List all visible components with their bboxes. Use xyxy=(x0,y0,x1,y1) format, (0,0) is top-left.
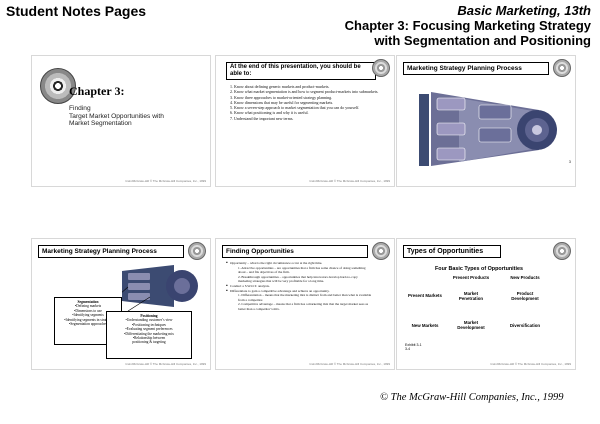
slide-1-title: Chapter 3: xyxy=(69,84,125,98)
list-item: Know three approaches to market-oriented… xyxy=(234,95,380,100)
list-item: Know what market segmentation is and how… xyxy=(234,89,380,94)
slide-footer: Irwin/McGraw-Hill © The McGraw-Hill Comp… xyxy=(309,362,390,366)
cell-diversification: Diversification xyxy=(509,323,541,328)
slide-6-thumbnail[interactable]: Types of Opportunities Four Basic Types … xyxy=(396,238,576,370)
list-item: Know about defining generic markets and … xyxy=(234,84,380,89)
slide-6-title: Types of Opportunities xyxy=(403,245,501,258)
cd-icon xyxy=(188,242,206,260)
row-header-present-markets: Present Markets xyxy=(408,293,442,298)
slide-6-subtitle: Four Basic Types of Opportunities xyxy=(435,266,523,272)
cell-market-development: Market Development xyxy=(457,320,485,330)
slide-1-subtitle: Finding Target Market Opportunities with… xyxy=(69,105,164,127)
book-title: Basic Marketing, 13th xyxy=(457,3,591,18)
opportunities-text: Opportunity – what is the right circumst… xyxy=(226,261,372,312)
cd-icon xyxy=(372,59,390,77)
strategy-planning-diagram xyxy=(419,92,557,166)
slide-footer: Irwin/McGraw-Hill © The McGraw-Hill Comp… xyxy=(125,362,206,366)
slide-3-thumbnail[interactable]: Marketing Strategy Planning Process 3 xyxy=(396,55,576,187)
slide-1-thumbnail[interactable]: Chapter 3: Finding Target Market Opportu… xyxy=(31,55,211,187)
list-item: Know dimensions that may be useful for s… xyxy=(234,100,380,105)
chapter-title-line2: with Segmentation and Positioning xyxy=(374,33,591,48)
positioning-box: Positioning •Understanding customer’s vi… xyxy=(106,311,192,359)
slide-footer: Irwin/McGraw-Hill © The McGraw-Hill Comp… xyxy=(309,179,390,183)
slide-4-title: Marketing Strategy Planning Process xyxy=(38,245,184,258)
chapter-title-line1: Chapter 3: Focusing Marketing Strategy xyxy=(344,18,591,33)
col-header-present-products: Present Products xyxy=(452,275,490,280)
slide-2-thumbnail[interactable]: At the end of this presentation, you sho… xyxy=(215,55,395,187)
page-header-right: Basic Marketing, 13th Chapter 3: Focusin… xyxy=(345,3,591,48)
cd-icon xyxy=(372,242,390,260)
page-header-left: Student Notes Pages xyxy=(6,3,147,19)
slide-3-title: Marketing Strategy Planning Process xyxy=(403,62,549,75)
exhibit-label: Exhibit 3-1 3-4 xyxy=(405,343,422,351)
cd-icon xyxy=(553,59,571,77)
slide-2-title: At the end of this presentation, you sho… xyxy=(226,62,376,80)
slide-5-title: Finding Opportunities xyxy=(222,245,368,258)
cd-icon xyxy=(553,242,571,260)
slide-5-thumbnail[interactable]: Finding Opportunities Opportunity – what… xyxy=(215,238,395,370)
strategy-process-mini-diagram xyxy=(122,265,198,311)
cell-market-penetration: Market Penetration xyxy=(458,291,484,301)
slide-footer: Irwin/McGraw-Hill © The McGraw-Hill Comp… xyxy=(125,179,206,183)
objectives-list: Know about defining generic markets and … xyxy=(234,84,380,121)
list-item: Know what positioning is and why it is u… xyxy=(234,110,380,115)
list-item: Understand the important new terms. xyxy=(234,116,380,121)
page-number: 3 xyxy=(568,159,571,164)
row-header-new-markets: New Markets xyxy=(411,323,439,328)
col-header-new-products: New Products xyxy=(510,275,540,280)
list-item: Know a seven-step approach to market seg… xyxy=(234,105,380,110)
cd-icon xyxy=(40,68,76,104)
slide-4-thumbnail[interactable]: Marketing Strategy Planning Process Segm… xyxy=(31,238,211,370)
cell-product-development: Product Development xyxy=(511,291,539,301)
copyright-notice: © The McGraw-Hill Companies, Inc., 1999 xyxy=(380,392,564,403)
slide-footer: Irwin/McGraw-Hill © The McGraw-Hill Comp… xyxy=(490,362,571,366)
